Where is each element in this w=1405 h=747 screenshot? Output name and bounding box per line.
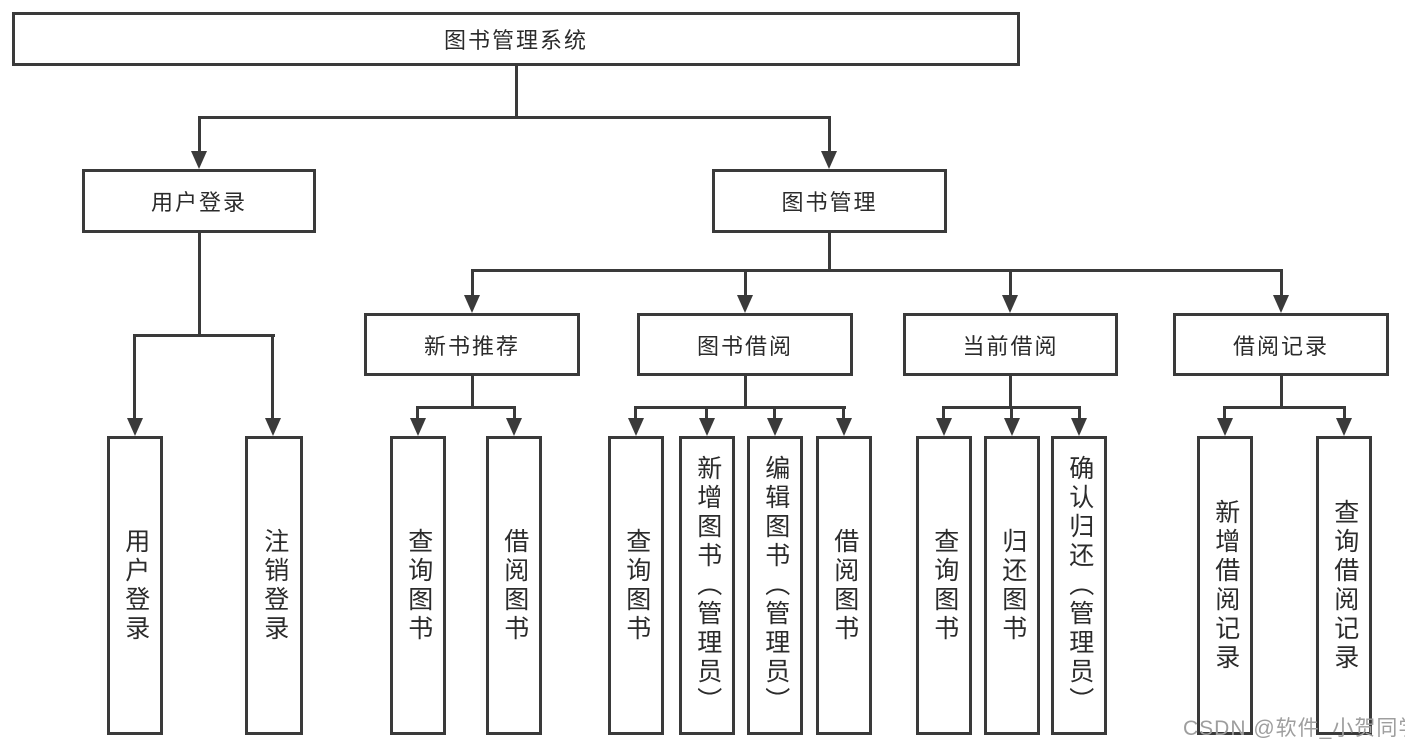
leaf-add-borrow-record: 新增借阅记录 xyxy=(1197,436,1253,735)
connector-line xyxy=(744,376,747,408)
connector-line xyxy=(1280,269,1283,297)
arrowhead-icon xyxy=(1336,418,1352,436)
arrowhead-icon xyxy=(699,418,715,436)
connector-line xyxy=(471,376,474,408)
arrowhead-icon xyxy=(936,418,952,436)
leaf-label: 确认归还（管理员） xyxy=(1065,455,1094,716)
connector-line xyxy=(1010,406,1013,420)
node-label: 图书管理 xyxy=(781,190,878,215)
leaf-borrow-books-newbook: 借阅图书 xyxy=(486,436,542,735)
leaf-logout: 注销登录 xyxy=(245,436,303,735)
connector-line xyxy=(1009,376,1012,408)
connector-line xyxy=(133,334,136,422)
node-label: 用户登录 xyxy=(150,190,247,215)
connector-line xyxy=(1223,406,1346,409)
connector-line xyxy=(133,334,275,337)
leaf-label: 查询图书 xyxy=(930,527,959,644)
leaf-query-books-borrow: 查询图书 xyxy=(608,436,664,735)
leaf-query-books-current: 查询图书 xyxy=(916,436,972,735)
connector-line xyxy=(744,269,747,297)
connector-line xyxy=(471,269,1282,272)
connector-line xyxy=(198,116,201,157)
leaf-edit-books-admin: 编辑图书（管理员） xyxy=(747,436,803,735)
connector-line xyxy=(942,406,945,420)
arrowhead-icon xyxy=(628,418,644,436)
node-label: 图书管理系统 xyxy=(443,28,588,53)
leaf-confirm-return-admin: 确认归还（管理员） xyxy=(1051,436,1107,735)
arrowhead-icon xyxy=(127,418,143,436)
leaf-label: 注销登录 xyxy=(260,527,289,644)
leaf-label: 新增图书（管理员） xyxy=(693,455,722,716)
connector-line xyxy=(271,334,274,422)
connector-line xyxy=(634,406,637,420)
connector-line xyxy=(828,233,831,272)
connector-line xyxy=(1343,406,1346,420)
arrowhead-icon xyxy=(506,418,522,436)
arrowhead-icon xyxy=(410,418,426,436)
connector-line xyxy=(1280,376,1283,408)
arrowhead-icon xyxy=(1002,295,1018,313)
leaf-label: 新增借阅记录 xyxy=(1211,498,1240,673)
arrowhead-icon xyxy=(821,151,837,169)
connector-line xyxy=(471,269,474,297)
leaf-label: 借阅图书 xyxy=(500,527,529,644)
node-label: 新书推荐 xyxy=(423,333,520,359)
leaf-label: 查询图书 xyxy=(404,527,433,644)
leaf-label: 编辑图书（管理员） xyxy=(761,455,790,716)
csdn-watermark: CSDN @软件_小贺同学 xyxy=(1183,717,1405,740)
arrowhead-icon xyxy=(1071,418,1087,436)
arrowhead-icon xyxy=(1273,295,1289,313)
arrowhead-icon xyxy=(191,151,207,169)
connector-line xyxy=(773,406,776,420)
leaf-user-login: 用户登录 xyxy=(107,436,163,735)
leaf-query-borrow-record: 查询借阅记录 xyxy=(1316,436,1372,735)
node-library-management-system: 图书管理系统 xyxy=(12,12,1020,66)
connector-line xyxy=(1223,406,1226,420)
leaf-query-books-newbook: 查询图书 xyxy=(390,436,446,735)
leaf-label: 归还图书 xyxy=(998,527,1027,644)
connector-line xyxy=(416,406,516,409)
arrowhead-icon xyxy=(464,295,480,313)
node-label: 图书借阅 xyxy=(696,333,793,359)
leaf-label: 用户登录 xyxy=(121,527,150,644)
node-borrowing-records: 借阅记录 xyxy=(1173,313,1389,376)
node-label: 当前借阅 xyxy=(962,333,1059,359)
leaf-label: 查询图书 xyxy=(622,527,651,644)
connector-line xyxy=(198,116,831,119)
leaf-label: 借阅图书 xyxy=(830,527,859,644)
arrowhead-icon xyxy=(836,418,852,436)
connector-line xyxy=(705,406,708,420)
node-user-login: 用户登录 xyxy=(82,169,316,233)
leaf-add-books-admin: 新增图书（管理员） xyxy=(679,436,735,735)
leaf-borrow-books: 借阅图书 xyxy=(816,436,872,735)
connector-line xyxy=(1078,406,1081,420)
node-label: 借阅记录 xyxy=(1232,333,1329,359)
arrowhead-icon xyxy=(737,295,753,313)
node-book-borrowing: 图书借阅 xyxy=(637,313,853,376)
leaf-return-books: 归还图书 xyxy=(984,436,1040,735)
connector-line xyxy=(515,66,518,118)
connector-line xyxy=(842,406,845,420)
arrowhead-icon xyxy=(767,418,783,436)
arrowhead-icon xyxy=(265,418,281,436)
node-current-borrowing: 当前借阅 xyxy=(903,313,1118,376)
leaf-label: 查询借阅记录 xyxy=(1330,498,1359,673)
node-new-book-recommendation: 新书推荐 xyxy=(364,313,580,376)
connector-line xyxy=(1009,269,1012,297)
connector-line xyxy=(198,233,201,336)
arrowhead-icon xyxy=(1217,418,1233,436)
node-book-management: 图书管理 xyxy=(712,169,947,233)
connector-line xyxy=(828,116,831,157)
arrowhead-icon xyxy=(1004,418,1020,436)
connector-line xyxy=(513,406,516,420)
connector-line xyxy=(634,406,846,409)
connector-line xyxy=(416,406,419,420)
